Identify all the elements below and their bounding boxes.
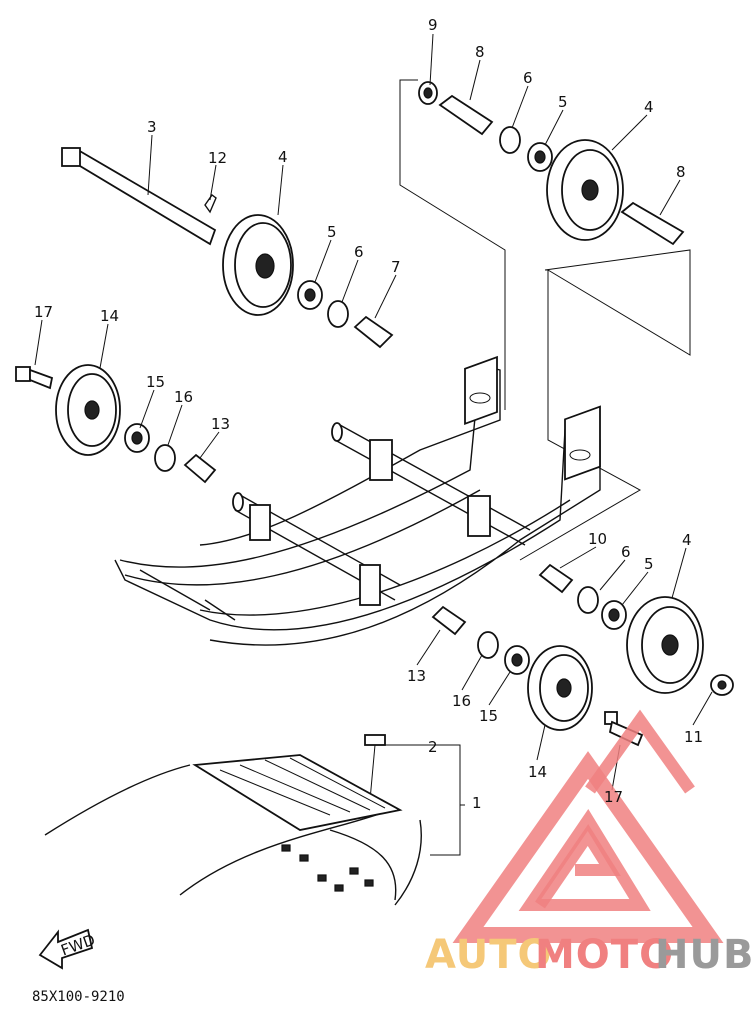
callout-7: 7 (391, 258, 401, 276)
track-part-1 (44, 734, 422, 906)
callout-15: 15 (146, 373, 165, 391)
watermark-text-moto: MOTO (535, 932, 674, 978)
callout-2: 2 (428, 738, 438, 756)
callout-1: 1 (472, 794, 482, 812)
fwd-arrow: FWD (38, 928, 98, 970)
callout-14: 14 (100, 307, 119, 325)
callout-16: 16 (452, 692, 471, 710)
callout-numbers: 9 8 6 5 4 8 3 12 4 5 6 7 17 14 15 16 13 … (34, 16, 703, 812)
callout-4: 4 (278, 148, 288, 166)
callout-9: 9 (428, 16, 438, 34)
callout-17: 17 (34, 303, 53, 321)
wheel-part-14-left (55, 364, 121, 456)
callout-6: 6 (354, 243, 364, 261)
watermark-text-auto: AUTO (425, 932, 553, 978)
callout-13: 13 (407, 667, 426, 685)
spacer-tubes (183, 94, 685, 636)
watermark-text-hub: HUB (655, 932, 754, 978)
bearings-and-collars (124, 81, 734, 696)
cross-shafts (232, 422, 531, 606)
track-clip-part-2 (364, 734, 386, 746)
automotohub-watermark (452, 709, 724, 943)
callout-6: 6 (523, 69, 533, 87)
fwd-label: FWD (58, 931, 97, 960)
leader-lines (34, 33, 713, 791)
wheel-part-4-top (546, 139, 624, 241)
wheel-part-14-right (527, 645, 593, 731)
skid-frame (114, 355, 601, 646)
callout-5: 5 (644, 555, 654, 573)
callout-4: 4 (644, 98, 654, 116)
callout-16: 16 (174, 388, 193, 406)
callout-15: 15 (479, 707, 498, 725)
callout-17: 17 (604, 788, 623, 806)
assembly-guide-lines (369, 79, 691, 856)
callout-5: 5 (558, 93, 568, 111)
callout-3: 3 (147, 118, 157, 136)
callout-5: 5 (327, 223, 337, 241)
wheel-part-4-right (626, 596, 704, 694)
callout-13: 13 (211, 415, 230, 433)
callout-8: 8 (676, 163, 686, 181)
diagram-code: 85X100-9210 (32, 989, 125, 1005)
wheel-part-4-left (222, 214, 294, 316)
callout-4: 4 (682, 531, 692, 549)
callout-11: 11 (684, 728, 703, 746)
callout-14: 14 (528, 763, 547, 781)
callout-8: 8 (475, 43, 485, 61)
cotter-pin-part-12 (204, 194, 217, 214)
callout-6: 6 (621, 543, 631, 561)
callout-10: 10 (588, 530, 607, 548)
axle-part-3 (61, 147, 217, 246)
callout-12: 12 (208, 149, 227, 167)
